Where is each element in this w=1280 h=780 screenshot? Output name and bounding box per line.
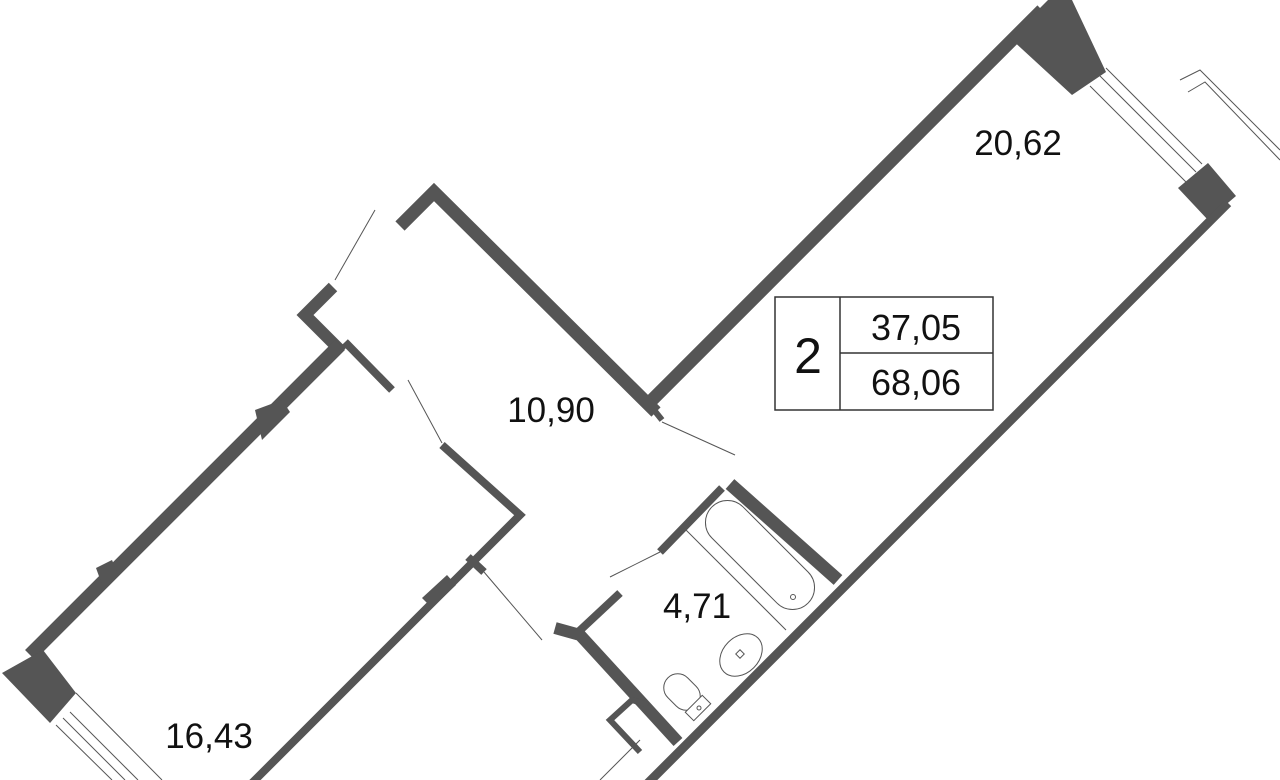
- total-area: 68,06: [871, 362, 961, 403]
- living-area: 37,05: [871, 307, 961, 348]
- hallway-walls: [296, 182, 661, 417]
- door-swing: [483, 571, 543, 641]
- toilet: [663, 673, 712, 722]
- area-label-room-left: 16,43: [165, 717, 253, 756]
- bathroom-walls: [553, 479, 843, 755]
- room-right-walls: [644, 0, 1280, 780]
- wall-column: [2, 650, 76, 723]
- sink: [719, 633, 763, 677]
- rooms-count: 2: [794, 328, 822, 384]
- area-label-hallway: 10,90: [507, 391, 595, 430]
- door-swing: [661, 421, 736, 456]
- entrance-door-swing: [334, 209, 376, 281]
- area-label-room-right: 20,62: [974, 124, 1062, 163]
- door-swing: [407, 379, 443, 444]
- window: [75, 692, 163, 780]
- balcony-railing: [1179, 69, 1280, 151]
- area-label-bathroom: 4,71: [663, 587, 731, 626]
- room-left-walls: [2, 339, 641, 780]
- door-swing: [609, 551, 661, 578]
- wall-column: [1010, 0, 1106, 95]
- apartment-summary-box: 2 37,05 68,06: [774, 296, 994, 411]
- wall-column: [1178, 163, 1236, 220]
